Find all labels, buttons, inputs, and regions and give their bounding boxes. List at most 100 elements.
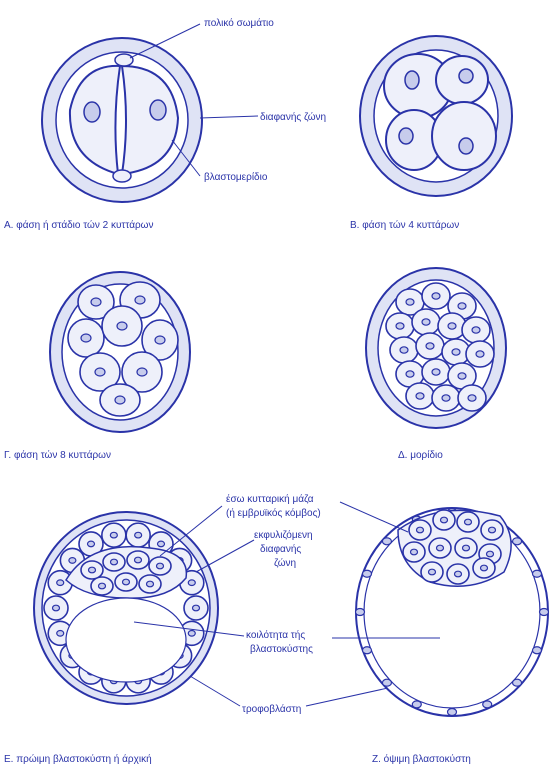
morula-cell-8-nucleus <box>400 347 408 353</box>
panel-f-late-blastocyst: Ζ. όψιμη βλαστοκύστη <box>356 508 549 765</box>
icm-f-cell-9-nucleus <box>429 569 436 575</box>
icm-e-cell-7-nucleus <box>147 581 154 587</box>
morula-cell-16-nucleus <box>442 395 450 401</box>
polar-body-top <box>115 54 133 66</box>
icm-e-cell-5-nucleus <box>99 583 106 589</box>
label-cavity-1: κοιλότητα τής <box>246 629 305 641</box>
panel-e-early-blastocyst: Ε. πρώιμη βλαστοκύστη ή άρχική <box>4 512 218 765</box>
cell-8-4-nucleus <box>117 322 127 330</box>
icm-f-cell-10-nucleus <box>455 571 462 577</box>
trophoblast-nucleus-f-10 <box>363 570 372 577</box>
morula-cell-5-nucleus <box>422 319 430 325</box>
morula-cell-1-nucleus <box>406 299 414 305</box>
label-icm-1: έσω κυτταρική μάζα <box>226 493 314 505</box>
label-trophoblast: τροφοβλάστη <box>242 703 301 715</box>
cell-8-6-nucleus <box>95 368 105 376</box>
panel-b-four-cell: Β. φάση τών 4 κυττάρων <box>350 36 512 231</box>
trophoblast-cell-e-14-nucleus <box>110 532 117 538</box>
nucleus-b1 <box>405 71 419 89</box>
morula-cell-14-nucleus <box>458 373 466 379</box>
label-zona-pellucida: διαφανής ζώνη <box>260 111 326 123</box>
morula-cell-13-nucleus <box>432 369 440 375</box>
morula-cell-4-nucleus <box>396 323 404 329</box>
cavity-e <box>66 598 186 682</box>
icm-e-cell-2-nucleus <box>111 559 118 565</box>
cell-8-7-nucleus <box>137 368 147 376</box>
icm-f-cell-6-nucleus <box>437 545 444 551</box>
trophoblast-cell-e-15-nucleus <box>135 532 142 538</box>
cell-8-8-nucleus <box>115 396 125 404</box>
trophoblast-cell-e-13-nucleus <box>88 541 95 547</box>
morula-cell-10-nucleus <box>452 349 460 355</box>
icm-f-cell-3-nucleus <box>465 519 472 525</box>
trophoblast-cell-e-10-nucleus <box>53 605 60 611</box>
morula-cell-3-nucleus <box>458 303 466 309</box>
pointer-icm-f <box>340 502 408 532</box>
pointer-zona-e <box>196 540 254 572</box>
polar-body-bottom <box>113 170 131 182</box>
morula-cell-7-nucleus <box>472 327 480 333</box>
icm-e-cell-6-nucleus <box>123 579 130 585</box>
caption-c: Γ. φάση τών 8 κυττάρων <box>4 449 111 461</box>
label-icm-2: (ή εμβρυϊκός κόμβος) <box>226 507 321 519</box>
trophoblast-cell-e-1-nucleus <box>193 605 200 611</box>
panel-a-two-cell: πολικό σωμάτιο διαφανής ζώνη βλαστομερίδ… <box>4 17 326 231</box>
trophoblast-cell-e-11-nucleus <box>57 580 64 586</box>
morula-cell-9-nucleus <box>426 343 434 349</box>
label-zona-1: εκφυλιζόμενη <box>254 529 313 541</box>
caption-b: Β. φάση τών 4 κυττάρων <box>350 219 459 231</box>
pointer-zona <box>200 116 258 118</box>
label-polar-body: πολικό σωμάτιο <box>204 17 274 29</box>
cell-8-2-nucleus <box>135 296 145 304</box>
trophoblast-nucleus-f-9 <box>356 609 365 616</box>
icm-f-cell-5-nucleus <box>411 549 418 555</box>
caption-a: Α. φάση ή στάδιο τών 2 κυττάρων <box>4 219 153 231</box>
trophoblast-nucleus-f-4 <box>483 701 492 708</box>
morula-cell-15-nucleus <box>416 393 424 399</box>
icm-f-cell-11-nucleus <box>481 565 488 571</box>
caption-f: Ζ. όψιμη βλαστοκύστη <box>372 753 471 765</box>
label-blastomere: βλαστομερίδιο <box>204 171 268 183</box>
nucleus-b3 <box>399 128 413 144</box>
trophoblast-cell-e-2-nucleus <box>188 631 195 637</box>
label-zona-2: διαφανής <box>260 543 301 555</box>
trophoblast-nucleus-f-7 <box>382 679 391 686</box>
trophoblast-nucleus-f-1 <box>540 609 549 616</box>
icm-e-cell-4-nucleus <box>157 563 164 569</box>
morula-cell-17-nucleus <box>468 395 476 401</box>
blastomere-b4 <box>432 102 496 170</box>
cell-8-3-nucleus <box>81 334 91 342</box>
nucleus-a1 <box>84 102 100 122</box>
icm-f-cell-7-nucleus <box>463 545 470 551</box>
icm-f-cell-2-nucleus <box>441 517 448 523</box>
nucleus-b4 <box>459 138 473 154</box>
trophoblast-cell-e-9-nucleus <box>57 631 64 637</box>
label-zona-3: ζώνη <box>274 557 296 569</box>
caption-e: Ε. πρώιμη βλαστοκύστη ή άρχική <box>4 753 152 765</box>
nucleus-b2 <box>459 69 473 83</box>
trophoblast-cell-e-16-nucleus <box>158 541 165 547</box>
label-cavity-2: βλαστοκύστης <box>250 643 313 655</box>
caption-d: Δ. μορίδιο <box>398 449 443 461</box>
cell-8-5-nucleus <box>155 336 165 344</box>
icm-f-cell-4-nucleus <box>489 527 496 533</box>
icm-f-cell-1-nucleus <box>417 527 424 533</box>
nucleus-a2 <box>150 100 166 120</box>
trophoblast-nucleus-f-3 <box>513 679 522 686</box>
trophoblast-cell-e-18-nucleus <box>188 580 195 586</box>
morula-cell-2-nucleus <box>432 293 440 299</box>
morula-cell-6-nucleus <box>448 323 456 329</box>
icm-e-cell-3-nucleus <box>135 557 142 563</box>
icm-e-cell-1-nucleus <box>89 567 96 573</box>
morula-cell-11-nucleus <box>476 351 484 357</box>
trophoblast-nucleus-f-15 <box>513 538 522 545</box>
pointer-troph-e <box>190 676 240 706</box>
trophoblast-nucleus-f-16 <box>532 570 541 577</box>
trophoblast-nucleus-f-8 <box>363 647 372 654</box>
trophoblast-nucleus-f-11 <box>382 538 391 545</box>
panel-c-eight-cell: Γ. φάση τών 8 κυττάρων <box>4 272 190 461</box>
trophoblast-cell-e-12-nucleus <box>69 558 76 564</box>
cell-8-1-nucleus <box>91 298 101 306</box>
